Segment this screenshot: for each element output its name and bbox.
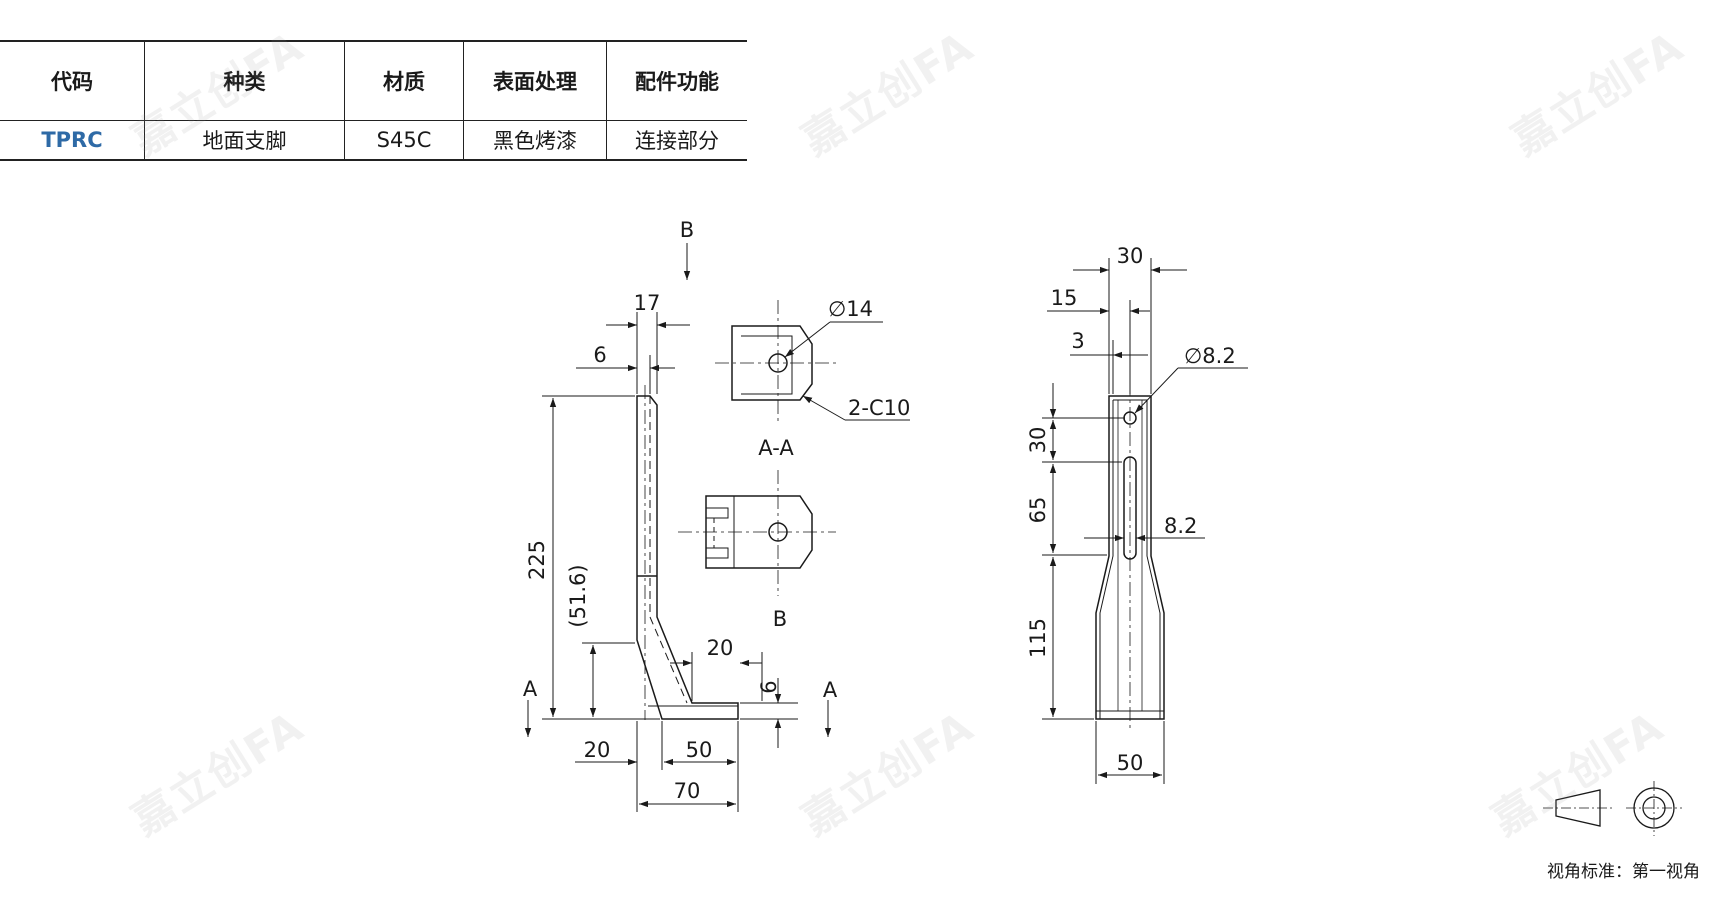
dim-20-bottom: 20 <box>584 738 611 762</box>
dim-dia-14: ∅14 <box>828 297 873 321</box>
cell-surface: 黑色烤漆 <box>463 120 607 161</box>
label-section-b-top: B <box>680 218 694 242</box>
hidden-hole-line <box>649 396 688 704</box>
dim-65: 65 <box>1026 497 1050 524</box>
dim-50-side: 50 <box>686 738 713 762</box>
side-view <box>524 243 832 812</box>
view-b <box>678 470 836 596</box>
dim-17: 17 <box>634 291 661 315</box>
cell-function: 连接部分 <box>606 120 747 161</box>
cell-code: TPRC <box>0 120 145 161</box>
dim-50-front: 50 <box>1117 751 1144 775</box>
header-function: 配件功能 <box>606 40 747 121</box>
dim-chamfer: 2-C10 <box>848 396 910 420</box>
slot <box>1123 456 1137 560</box>
dim-115: 115 <box>1026 618 1050 658</box>
bracket-outline <box>636 395 739 720</box>
table-header-row: 代码 种类 材质 表面处理 配件功能 <box>0 40 747 121</box>
header-material: 材质 <box>344 40 464 121</box>
dim-20-foot: 20 <box>707 636 734 660</box>
dim-6-top: 6 <box>593 343 606 367</box>
front-view <box>1042 258 1248 784</box>
projection-label: 视角标准：第一视角 <box>1547 862 1700 882</box>
header-surface: 表面处理 <box>463 40 607 121</box>
dim-3: 3 <box>1071 329 1084 353</box>
label-view-b: B <box>773 607 787 631</box>
dim-6-foot: 6 <box>757 680 781 693</box>
dim-dia-8-2: ∅8.2 <box>1184 344 1236 368</box>
cell-material: S45C <box>344 120 464 161</box>
section-aa-view <box>715 300 910 425</box>
dim-225: 225 <box>525 540 549 580</box>
dim-8-2-slot: 8.2 <box>1164 514 1197 538</box>
table-row: TPRC 地面支脚 S45C 黑色烤漆 连接部分 <box>0 120 747 161</box>
dim-30-top: 30 <box>1117 244 1144 268</box>
dim-30-side: 30 <box>1026 427 1050 454</box>
dim-51-6: (51.6) <box>566 564 590 627</box>
header-code: 代码 <box>0 40 145 121</box>
projection-symbol <box>1543 781 1682 836</box>
spec-table: 代码 种类 材质 表面处理 配件功能 TPRC 地面支脚 S45C 黑色烤漆 连… <box>0 40 747 161</box>
dim-70: 70 <box>674 779 701 803</box>
dim-15: 15 <box>1051 286 1078 310</box>
header-type: 种类 <box>144 40 345 121</box>
cell-type: 地面支脚 <box>144 120 345 161</box>
label-section-a-right: A <box>823 678 838 702</box>
label-section-aa: A-A <box>758 436 794 460</box>
label-section-a-left: A <box>523 677 538 701</box>
